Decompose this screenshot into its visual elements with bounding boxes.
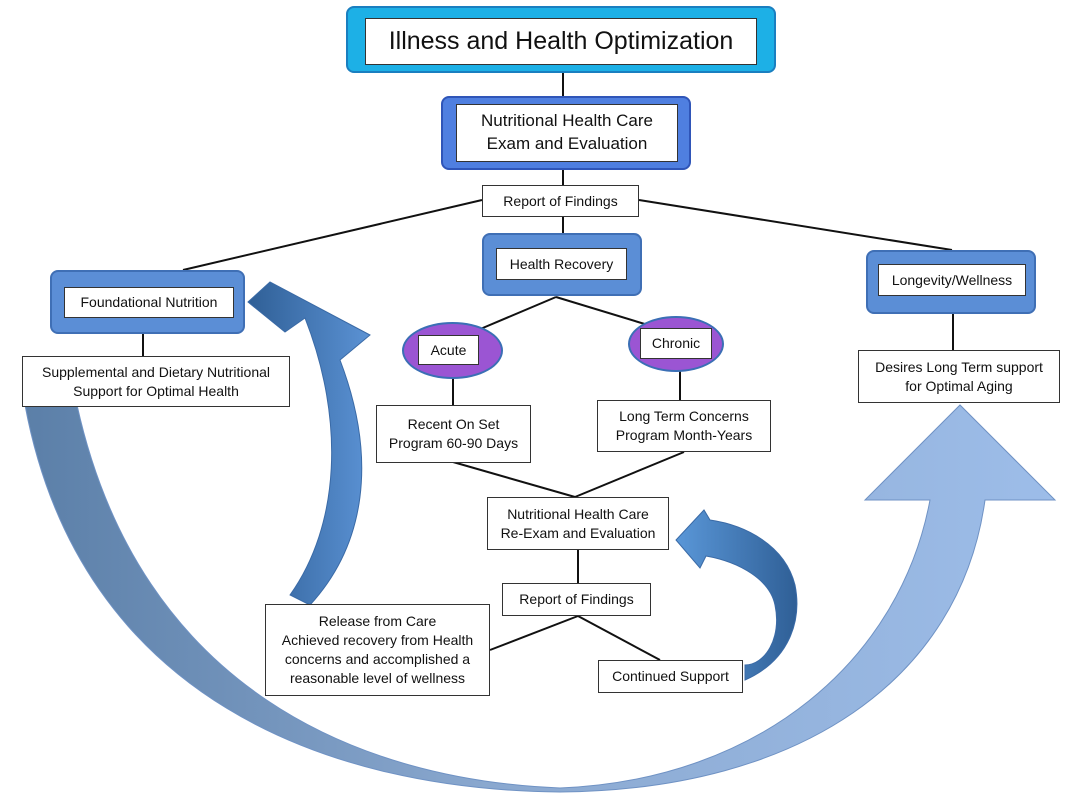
report-of-findings-box: Report of Findings: [482, 185, 639, 217]
release-to-foundational-arrow: [247, 281, 371, 606]
continued-to-reexam-arrow: [675, 509, 798, 681]
continued-support-box: Continued Support: [598, 660, 743, 693]
big-return-arrow: [24, 404, 1057, 793]
longevity-wellness-box: Longevity/Wellness: [878, 264, 1026, 296]
long-term-support-box: Desires Long Term support for Optimal Ag…: [858, 350, 1060, 403]
recent-onset-box: Recent On Set Program 60-90 Days: [376, 405, 531, 463]
foundational-nutrition-box: Foundational Nutrition: [64, 287, 234, 318]
connector-lines: [142, 72, 954, 661]
supplemental-support-box: Supplemental and Dietary Nutritional Sup…: [22, 356, 290, 407]
report-of-findings-2-box: Report of Findings: [502, 583, 651, 616]
chronic-label: Chronic: [640, 328, 712, 359]
exam-evaluation-box: Nutritional Health Care Exam and Evaluat…: [456, 104, 678, 162]
page-title: Illness and Health Optimization: [365, 18, 757, 65]
long-term-concerns-box: Long Term Concerns Program Month-Years: [597, 400, 771, 452]
acute-label: Acute: [418, 335, 479, 365]
re-exam-evaluation-box: Nutritional Health Care Re-Exam and Eval…: [487, 497, 669, 550]
health-recovery-box: Health Recovery: [496, 248, 627, 280]
release-from-care-box: Release from Care Achieved recovery from…: [265, 604, 490, 696]
